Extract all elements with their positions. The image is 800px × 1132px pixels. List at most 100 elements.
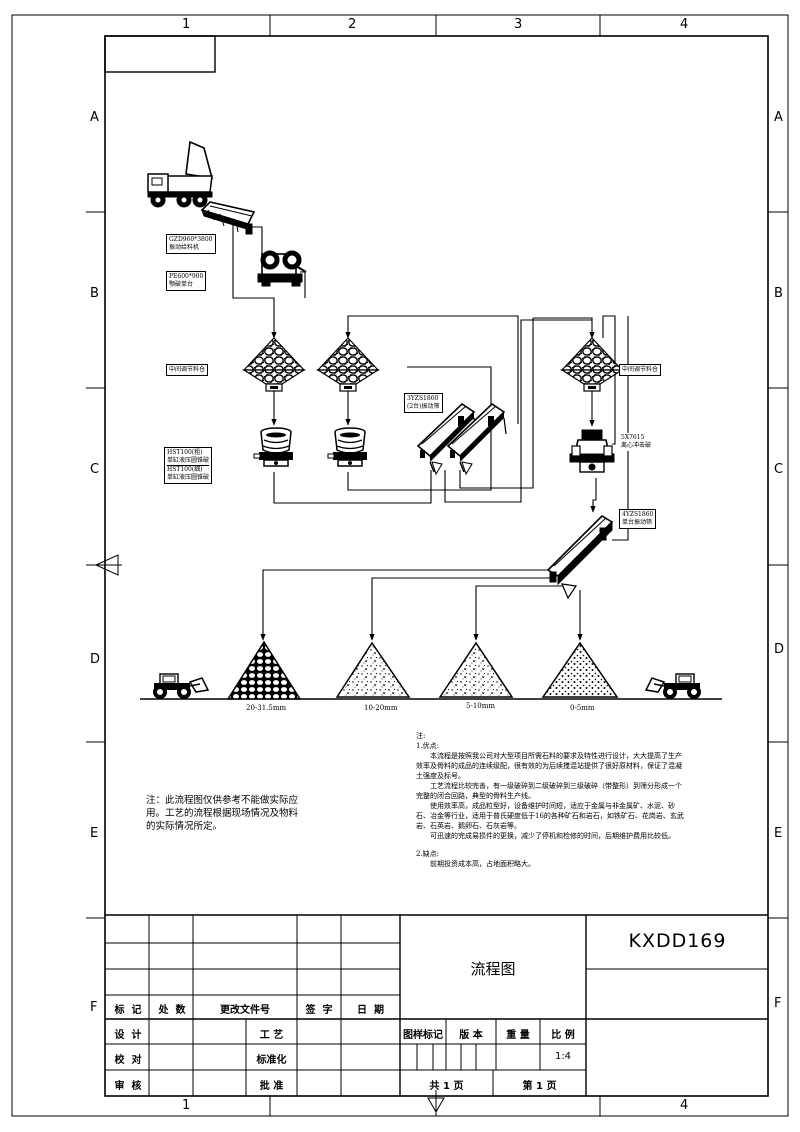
- total-sheets: 共 1 页: [429, 1081, 464, 1092]
- wheel-loader-left: [152, 673, 209, 700]
- rev-header-count-1: 处: [158, 1005, 169, 1016]
- rev-header-count: 处 数: [151, 1001, 193, 1016]
- disadvantage-paragraph-1: 前期投资成本高，占地面积略大。: [430, 860, 535, 868]
- jaw-crusher: [257, 250, 307, 287]
- grid-row-right-A: A: [774, 110, 783, 125]
- centering-mark-bottom: [427, 1090, 445, 1116]
- sign-role-design-1: 设: [114, 1030, 125, 1041]
- rev-header-count-2: 数: [175, 1005, 186, 1016]
- label-vsi: 5X7615 离心冲击破: [619, 433, 654, 451]
- sign-role-review-1: 审: [114, 1081, 125, 1092]
- wheel-loader-right: [645, 673, 702, 700]
- grid-row-left-A: A: [90, 110, 99, 125]
- product-label-5-10mm: 5-10mm: [466, 702, 496, 710]
- product-label-10-20mm: 10-20mm: [364, 704, 398, 712]
- label-screen-4yzs-name: 单台振动筛: [622, 519, 653, 526]
- rev-header-date-2: 期: [373, 1005, 384, 1016]
- label-cone-coarse-model: HST100(粗): [167, 449, 203, 456]
- disclaimer-remark: 注：此流程图仅供参考不能做实际应用。工艺的流程根据现场情况及物料的实际情况所定。: [146, 795, 299, 832]
- advantages-title: 1.优点:: [416, 742, 440, 750]
- title-block-grid: [105, 914, 768, 1096]
- sign-role-check-1: 校: [114, 1055, 125, 1066]
- rev-header-mark-1: 标: [114, 1005, 125, 1016]
- sign-role-check: 校 对: [108, 1051, 148, 1066]
- label-screen-3yzs-name: (2台)振动筛: [407, 403, 440, 410]
- grid-col-top-2: 2: [348, 17, 357, 32]
- sign-role-check-2: 对: [131, 1055, 142, 1066]
- sign-role-design: 设 计: [108, 1026, 148, 1041]
- grid-row-left-B: B: [90, 286, 99, 301]
- label-bin-left: 中间调节料仓: [166, 364, 209, 376]
- grid-row-right-C: C: [774, 462, 784, 477]
- mark-header-drawing-mark: 图样标记: [403, 1030, 443, 1041]
- rev-header-mark-2: 记: [131, 1005, 142, 1016]
- buffer-bin-2: [317, 337, 379, 392]
- mark-header-scale: 比 例: [551, 1030, 575, 1041]
- label-vsi-name: 离心冲击破: [621, 442, 652, 449]
- drawing-title: 流程图: [470, 960, 516, 978]
- advantage-paragraph-4: 可迅速的完成易损件的更换，减少了停机和检修的时间，后期维护费用比较低。: [430, 832, 675, 840]
- buffer-bin-3: [561, 337, 623, 392]
- grid-col-top-1: 1: [182, 17, 191, 32]
- buffer-bin-1: [243, 337, 305, 392]
- grid-col-top-3: 3: [514, 17, 523, 32]
- grid-col-top-4: 4: [680, 17, 689, 32]
- sign-role-review: 审 核: [108, 1077, 148, 1092]
- product-pile-10-20mm: [335, 641, 411, 698]
- product-pile-0-5mm: [541, 641, 619, 698]
- grid-row-left-E: E: [90, 826, 99, 841]
- rev-header-signature-2: 字: [322, 1005, 333, 1016]
- sheet-number: 第 1 页: [522, 1081, 557, 1092]
- label-vsi-model: 5X7615: [621, 434, 645, 441]
- label-screen-4yzs-model: 4YZS1860: [622, 511, 654, 518]
- label-cone-coarse-name: 单缸液压圆锥破: [167, 457, 210, 464]
- rev-header-signature-1: 签: [305, 1005, 316, 1016]
- label-jaw-model: PE600*900: [169, 273, 204, 280]
- cone-crusher-fine: [327, 427, 368, 467]
- product-label-20-31.5mm: 20-31.5mm: [246, 704, 287, 712]
- label-feeder-model: GZD960*3800: [169, 236, 213, 243]
- label-screen-4yzs: 4YZS1860 单台振动筛: [619, 509, 657, 529]
- label-screen-3yzs-model: 3YZS1860: [407, 395, 439, 402]
- cone-crusher-coarse: [253, 427, 294, 467]
- grid-col-bottom-4: 4: [680, 1098, 689, 1113]
- drawing-code: KXDD169: [628, 930, 727, 952]
- flow-lines: [140, 224, 722, 700]
- centering-mark-left: [88, 554, 122, 576]
- grid-row-right-D: D: [774, 642, 785, 657]
- technical-notes: 注: 1.优点: 本流程是按照我公司对大型项目所需石料的要求及特性进行设计，大大…: [416, 731, 686, 869]
- label-jaw-crusher: PE600*900 颚破单台: [166, 271, 207, 291]
- vibrating-screen-4yzs: [546, 514, 614, 600]
- sign-role-process: 工 艺: [259, 1030, 284, 1041]
- product-label-0-5mm: 0-5mm: [570, 704, 595, 712]
- vibrating-feeder: [200, 201, 256, 235]
- sign-role-design-2: 计: [131, 1030, 142, 1041]
- label-screen-3yzs: 3YZS1860 (2台)振动筛: [404, 393, 443, 413]
- grid-row-left-C: C: [90, 462, 100, 477]
- grid-row-left-D: D: [90, 652, 101, 667]
- vsi-crusher: [569, 429, 615, 473]
- advantage-paragraph-1: 本流程是按照我公司对大型项目所需石料的要求及特性进行设计，大大提高了生产效率及骨…: [416, 752, 682, 780]
- label-cone-crushers: HST100(粗) 单缸液压圆锥破 HST100(细) 单缸液压圆锥破: [164, 447, 213, 484]
- disadvantages-title: 2.缺点:: [416, 850, 440, 858]
- grid-row-right-B: B: [774, 286, 783, 301]
- sign-role-review-2: 核: [131, 1081, 142, 1092]
- rev-header-document: 更改文件号: [220, 1005, 270, 1016]
- label-feeder: GZD960*3800 振动给料机: [166, 234, 216, 254]
- advantage-paragraph-3: 使用效率高，成品粒型好，设备维护时间短，适应于金属与非金属矿、水泥、砂石、冶金等…: [416, 802, 684, 830]
- notes-head: 注:: [416, 732, 426, 740]
- advantage-paragraph-2: 工艺流程比较完善，有一级破碎到二级破碎到三级破碎（带整形）到筛分形成一个完整的闭…: [416, 782, 682, 800]
- label-jaw-name: 颚破单台: [169, 281, 194, 288]
- dump-truck: [147, 140, 214, 208]
- label-feeder-name: 振动给料机: [169, 244, 200, 251]
- label-cone-fine-model: HST100(细): [167, 465, 210, 474]
- sign-role-approve: 批 准: [259, 1081, 284, 1092]
- label-bin-right: 中间调节料仓: [619, 364, 662, 376]
- mark-header-weight: 重 量: [506, 1030, 530, 1041]
- scale-value: 1:4: [554, 1051, 572, 1062]
- grid-row-right-E: E: [774, 826, 783, 841]
- sign-role-standard: 标准化: [256, 1055, 287, 1066]
- rev-header-date: 日 期: [341, 1001, 400, 1016]
- rev-header-mark: 标 记: [108, 1001, 148, 1016]
